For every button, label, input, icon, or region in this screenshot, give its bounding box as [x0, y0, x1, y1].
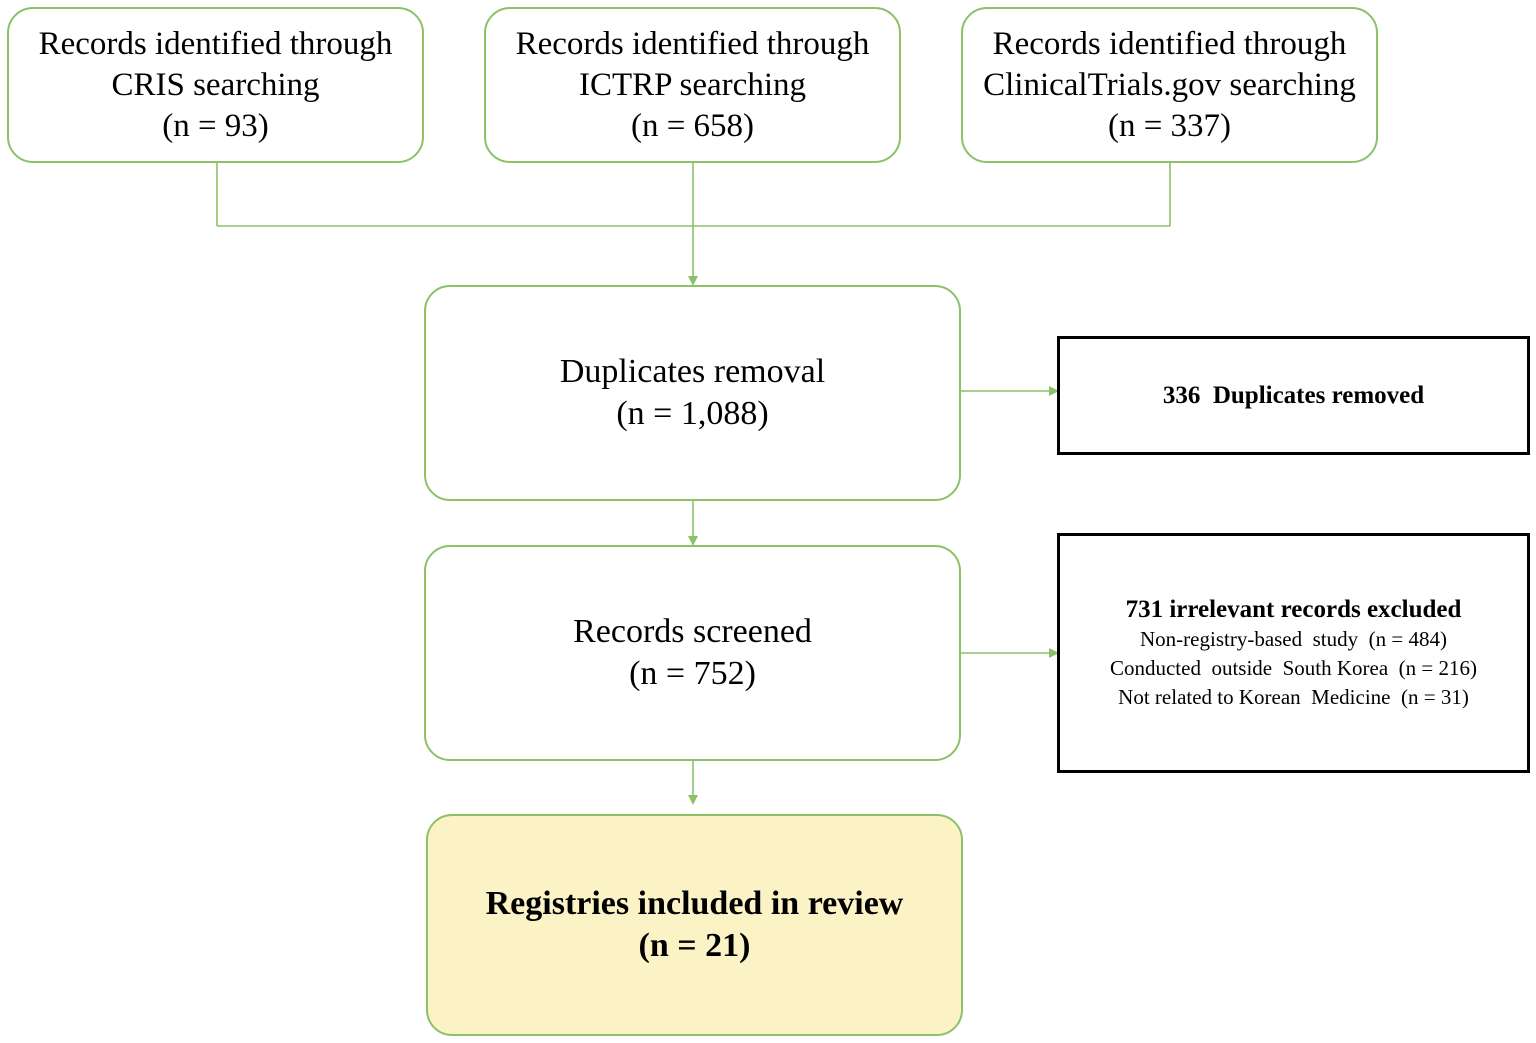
- excluded-records-box: 731 irrelevant records excluded Non-regi…: [1057, 533, 1530, 773]
- source-clinicaltrials-line2: ClinicalTrials.gov searching: [983, 66, 1356, 103]
- registries-included-box: Registries included in review (n = 21): [426, 814, 963, 1036]
- records-screened-box: Records screened (n = 752): [424, 545, 961, 761]
- duplicates-removal-box: Duplicates removal (n = 1,088): [424, 285, 961, 501]
- source-clinicaltrials-line1: Records identified through: [992, 25, 1347, 62]
- excluded-records-title: 731 irrelevant records excluded: [1125, 595, 1462, 623]
- source-ictrp-line1: Records identified through: [515, 25, 870, 62]
- excluded-reason-not-korean-medicine: Not related to Korean Medicine (n = 31): [1118, 684, 1469, 709]
- source-cris-count: (n = 93): [162, 107, 269, 144]
- records-screened-count: (n = 752): [629, 655, 756, 692]
- source-clinicaltrials-count: (n = 337): [1107, 107, 1232, 144]
- excluded-reason-non-registry: Non-registry-based study (n = 484): [1140, 626, 1447, 651]
- records-screened-label: Records screened: [573, 613, 812, 650]
- registries-included-count: (n = 21): [638, 927, 751, 964]
- source-ictrp-line2: ICTRP searching: [579, 66, 806, 103]
- excluded-reason-outside-korea: Conducted outside South Korea (n = 216): [1109, 655, 1478, 680]
- duplicates-removed-text: 336 Duplicates removed: [1162, 381, 1425, 409]
- duplicates-removal-count: (n = 1,088): [616, 395, 769, 432]
- source-box-ictrp: Records identified through ICTRP searchi…: [484, 7, 901, 163]
- source-ictrp-count: (n = 658): [630, 107, 755, 144]
- source-box-cris: Records identified through CRIS searchin…: [7, 7, 424, 163]
- duplicates-removal-label: Duplicates removal: [559, 353, 826, 390]
- source-box-clinicaltrials: Records identified through ClinicalTrial…: [961, 7, 1378, 163]
- source-cris-line1: Records identified through: [38, 25, 393, 62]
- source-cris-line2: CRIS searching: [111, 66, 320, 103]
- duplicates-removed-box: 336 Duplicates removed: [1057, 336, 1530, 455]
- registries-included-label: Registries included in review: [485, 885, 904, 922]
